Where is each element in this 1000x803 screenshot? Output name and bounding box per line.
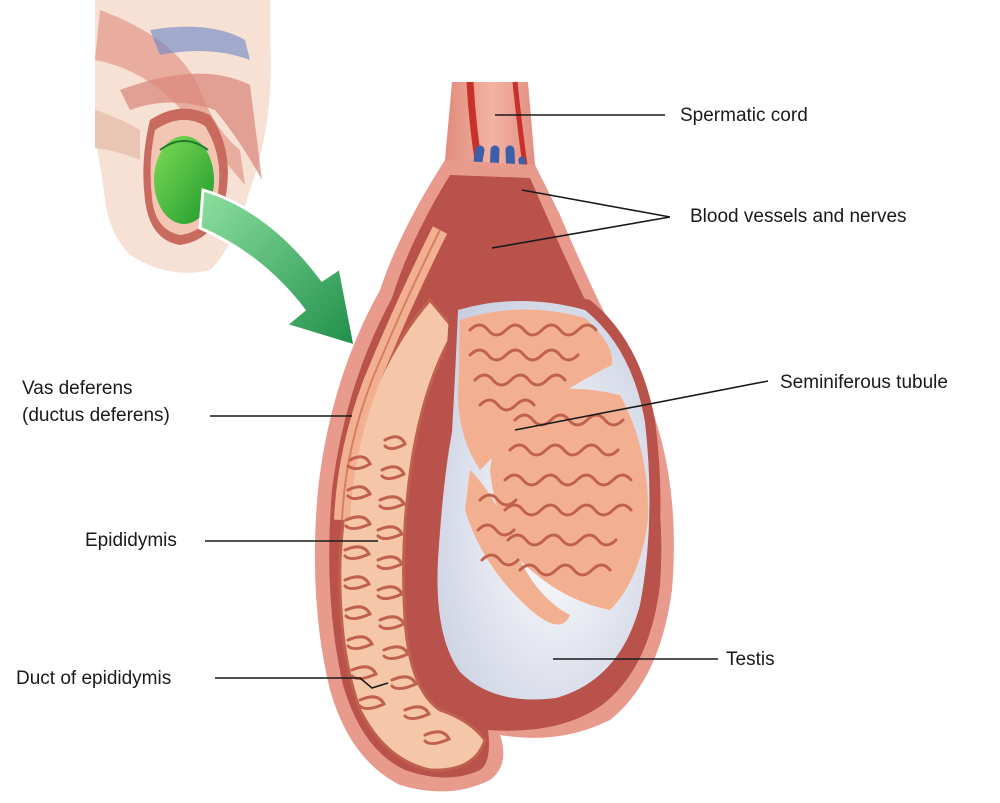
pelvis-cross-section-icon — [95, 0, 271, 273]
label-vas-deferens: Vas deferens — [22, 378, 133, 399]
label-ductus-deferens: (ductus deferens) — [22, 405, 170, 426]
leader-blood-vessels-b — [491, 216, 671, 249]
label-duct-of-epididymis: Duct of epididymis — [16, 668, 172, 689]
label-seminiferous-tubule: Seminiferous tubule — [780, 372, 948, 393]
epididymis-coils — [343, 435, 452, 746]
label-blood-vessels-and-nerves: Blood vessels and nerves — [690, 206, 907, 227]
label-epididymis: Epididymis — [85, 530, 177, 551]
label-spermatic-cord: Spermatic cord — [680, 105, 808, 126]
highlighted-testis-icon — [154, 136, 214, 224]
seminiferous-tubules — [468, 323, 633, 577]
leader-duct-epididymis — [215, 677, 389, 689]
leader-seminiferous — [514, 380, 769, 431]
leader-lines — [205, 114, 769, 689]
leader-blood-vessels-a — [521, 189, 671, 218]
magnify-arrow-icon — [198, 188, 357, 349]
label-testis: Testis — [726, 649, 775, 670]
